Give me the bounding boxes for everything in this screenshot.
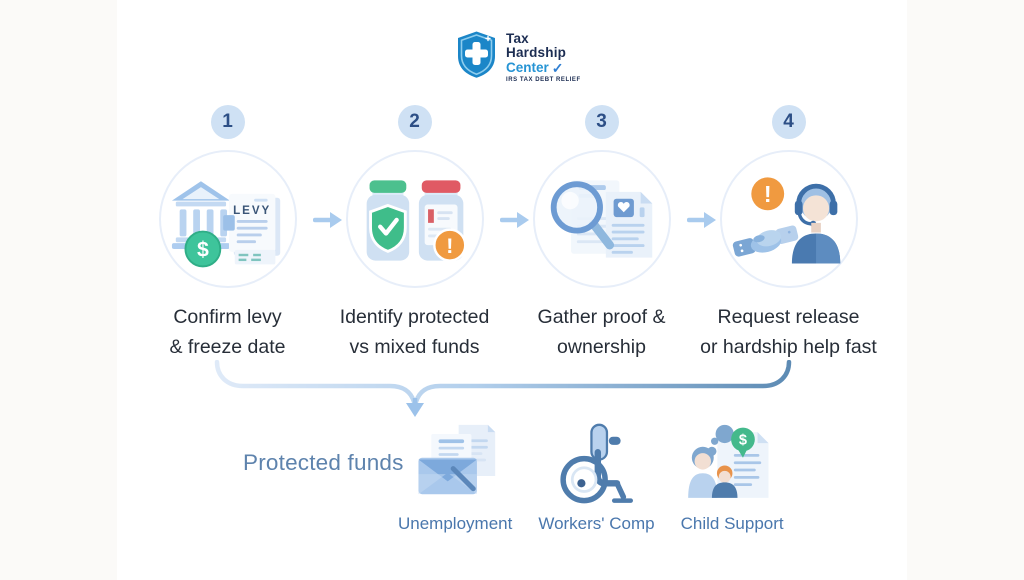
wheelchair-icon [560,423,634,504]
logo-word-center: Center [506,60,549,75]
steps-row: 1 LEVY [134,105,882,362]
dollar-sign: $ [739,432,747,448]
step-2-number-badge: 2 [397,105,432,139]
step-2-circle: ! [345,150,484,288]
step-3-label: Gather proof & ownership [537,306,666,358]
step-4: 4 ! [695,105,882,362]
magnifier-documents-icon [550,180,652,258]
content-panel [117,0,907,580]
step-1-label: Confirm levy & freeze date [169,306,286,358]
right-arrow-icon [687,212,716,228]
step-2: 2 ! [321,105,529,362]
right-arrow-icon [500,212,529,228]
levy-text: LEVY [233,204,271,217]
exclamation-mark: ! [763,181,771,207]
handshake-support-agent-icon: ! [732,177,840,264]
step-1: 1 LEVY [134,105,342,362]
fund-label-unemployment: Unemployment [398,514,513,533]
merge-bracket-down-arrow [214,360,792,417]
bank-levy-dollar-icon: LEVY $ [171,181,280,268]
step-4-number-badge: 4 [771,105,806,139]
family-dollar-document-icon: $ [688,424,769,498]
shield-medical-cross-icon [458,31,495,78]
logo-checkmark-icon: ✓ [551,59,564,76]
step-1-circle: LEVY $ [158,150,297,288]
protected-vs-mixed-jars-icon: ! [366,180,466,262]
step-1-number-badge: 1 [210,105,245,139]
fund-label-workers-comp: Workers' Comp [538,514,655,533]
dollar-sign: $ [196,238,208,262]
fund-child-support: $ Child Support [681,423,784,534]
logo: Tax Hardship Center ✓ IRS TAX DEBT RELIE… [456,30,581,83]
step-3: 3 [508,105,716,362]
right-arrow-icon [313,212,342,228]
protected-funds-title: Protected funds [243,450,404,475]
step-3-circle [532,150,671,288]
step-3-number-badge: 3 [584,105,619,139]
logo-word-hardship: Hardship [506,45,567,60]
protected-funds-row: Unemployment Workers' Comp [398,423,784,534]
fund-unemployment: Unemployment [398,423,512,534]
step-2-label: Identify protected vs mixed funds [339,306,490,358]
envelope-documents-icon [418,424,496,495]
logo-word-tax: Tax [506,31,529,46]
exclamation-mark: ! [446,234,453,258]
step-4-circle: ! [719,150,858,288]
step-4-label: Request release or hardship help fast [700,306,877,358]
logo-tagline: IRS TAX DEBT RELIEF [506,77,581,83]
fund-workers-comp: Workers' Comp [538,423,655,534]
fund-label-child-support: Child Support [680,514,784,533]
